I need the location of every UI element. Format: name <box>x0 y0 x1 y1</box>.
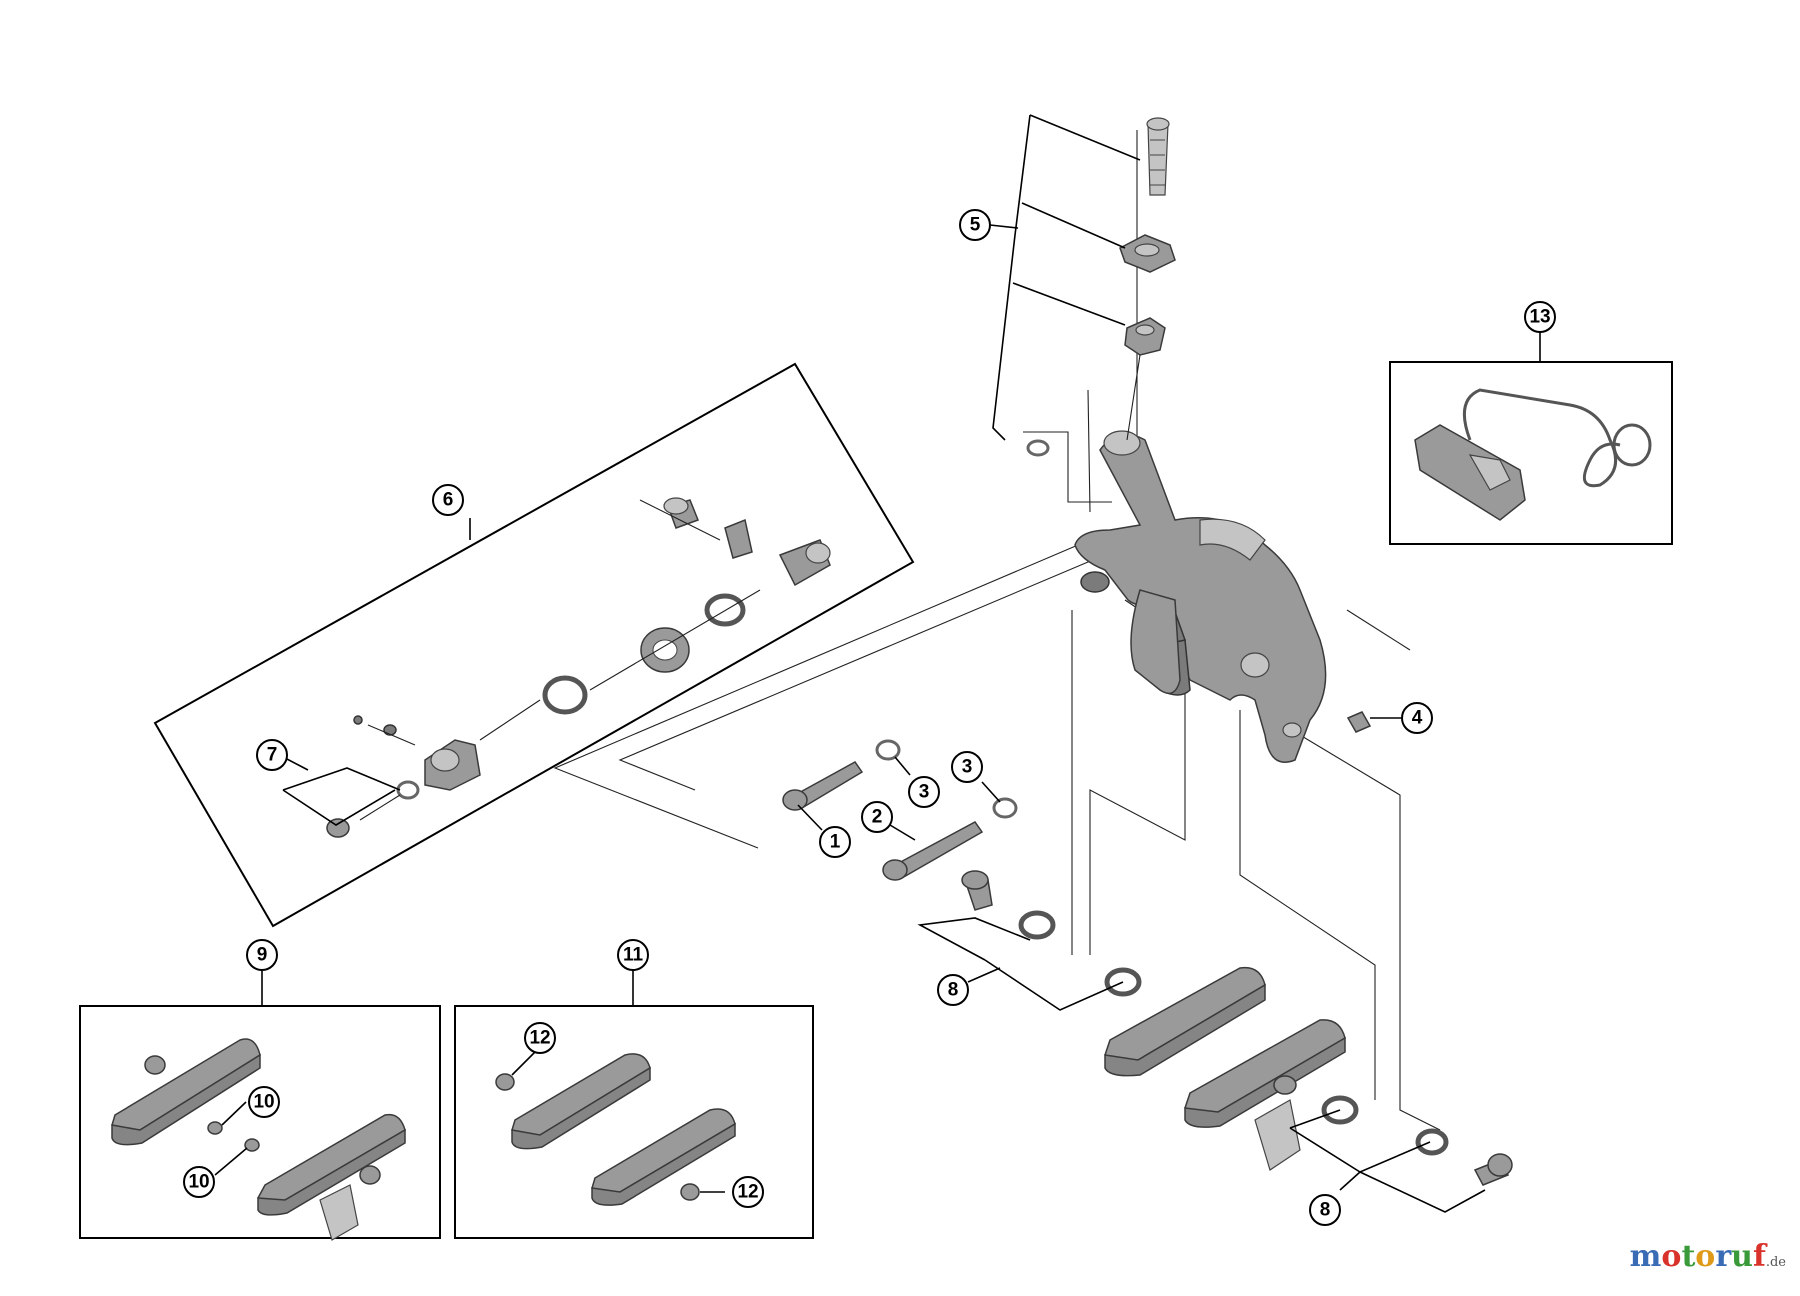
watermark-letter: o <box>1661 1239 1682 1274</box>
watermark-letter: m <box>1629 1239 1662 1274</box>
callout-label: 4 <box>1412 708 1423 729</box>
group-13-parts <box>1414 388 1652 521</box>
brake-shoes-main <box>1104 966 1513 1186</box>
callout-10: 10 <box>183 1166 215 1198</box>
callout-label: 3 <box>962 757 973 778</box>
watermark-letter: u <box>1731 1239 1753 1274</box>
callout-12: 12 <box>524 1022 556 1054</box>
callout-label: 7 <box>267 745 278 766</box>
mounting-bolts <box>782 711 1372 997</box>
callout-label: 10 <box>188 1172 209 1193</box>
watermark-tld: .de <box>1765 1255 1786 1270</box>
group-box-11 <box>454 1005 814 1239</box>
callout-1: 1 <box>819 826 851 858</box>
group-box-9 <box>79 1005 441 1239</box>
callout-label: 8 <box>948 980 959 1001</box>
callout-4: 4 <box>1401 702 1433 734</box>
callout-label: 12 <box>737 1182 758 1203</box>
group-box-13 <box>1389 361 1673 545</box>
callout-5: 5 <box>959 209 991 241</box>
group-11-pads <box>495 1053 736 1206</box>
watermark-logo: motoruf.de <box>1630 1239 1786 1274</box>
callout-3: 3 <box>908 776 940 808</box>
callout-label: 12 <box>529 1028 550 1049</box>
callout-9: 9 <box>246 939 278 971</box>
pivot-assembly-parts <box>326 497 831 838</box>
callout-8: 8 <box>1309 1194 1341 1226</box>
watermark-letters: motoruf <box>1630 1239 1766 1274</box>
watermark-letter: t <box>1681 1239 1696 1274</box>
callout-12: 12 <box>732 1176 764 1208</box>
caliper-arm <box>1074 430 1327 763</box>
group-box-6 <box>153 362 915 928</box>
callout-label: 2 <box>872 807 883 828</box>
watermark-letter: o <box>1695 1239 1716 1274</box>
callout-6: 6 <box>432 484 464 516</box>
callout-label: 11 <box>623 945 644 966</box>
callout-label: 5 <box>970 215 981 236</box>
callout-label: 6 <box>443 490 454 511</box>
leader-lines <box>214 114 1541 1213</box>
callout-13: 13 <box>1524 301 1556 333</box>
callout-label: 10 <box>253 1092 274 1113</box>
watermark-letter: r <box>1715 1239 1732 1274</box>
callout-label: 3 <box>919 782 930 803</box>
callout-8: 8 <box>937 974 969 1006</box>
callout-11: 11 <box>617 939 649 971</box>
callout-7: 7 <box>256 739 288 771</box>
callout-10: 10 <box>248 1086 280 1118</box>
callout-label: 1 <box>830 832 841 853</box>
group-9-shoes <box>111 1038 406 1241</box>
watermark-letter: f <box>1752 1239 1766 1274</box>
callout-2: 2 <box>861 801 893 833</box>
callout-3: 3 <box>951 751 983 783</box>
callout-label: 8 <box>1320 1200 1331 1221</box>
callout-label: 9 <box>257 945 268 966</box>
adjuster-parts <box>1026 117 1176 457</box>
callout-label: 13 <box>1529 307 1550 328</box>
